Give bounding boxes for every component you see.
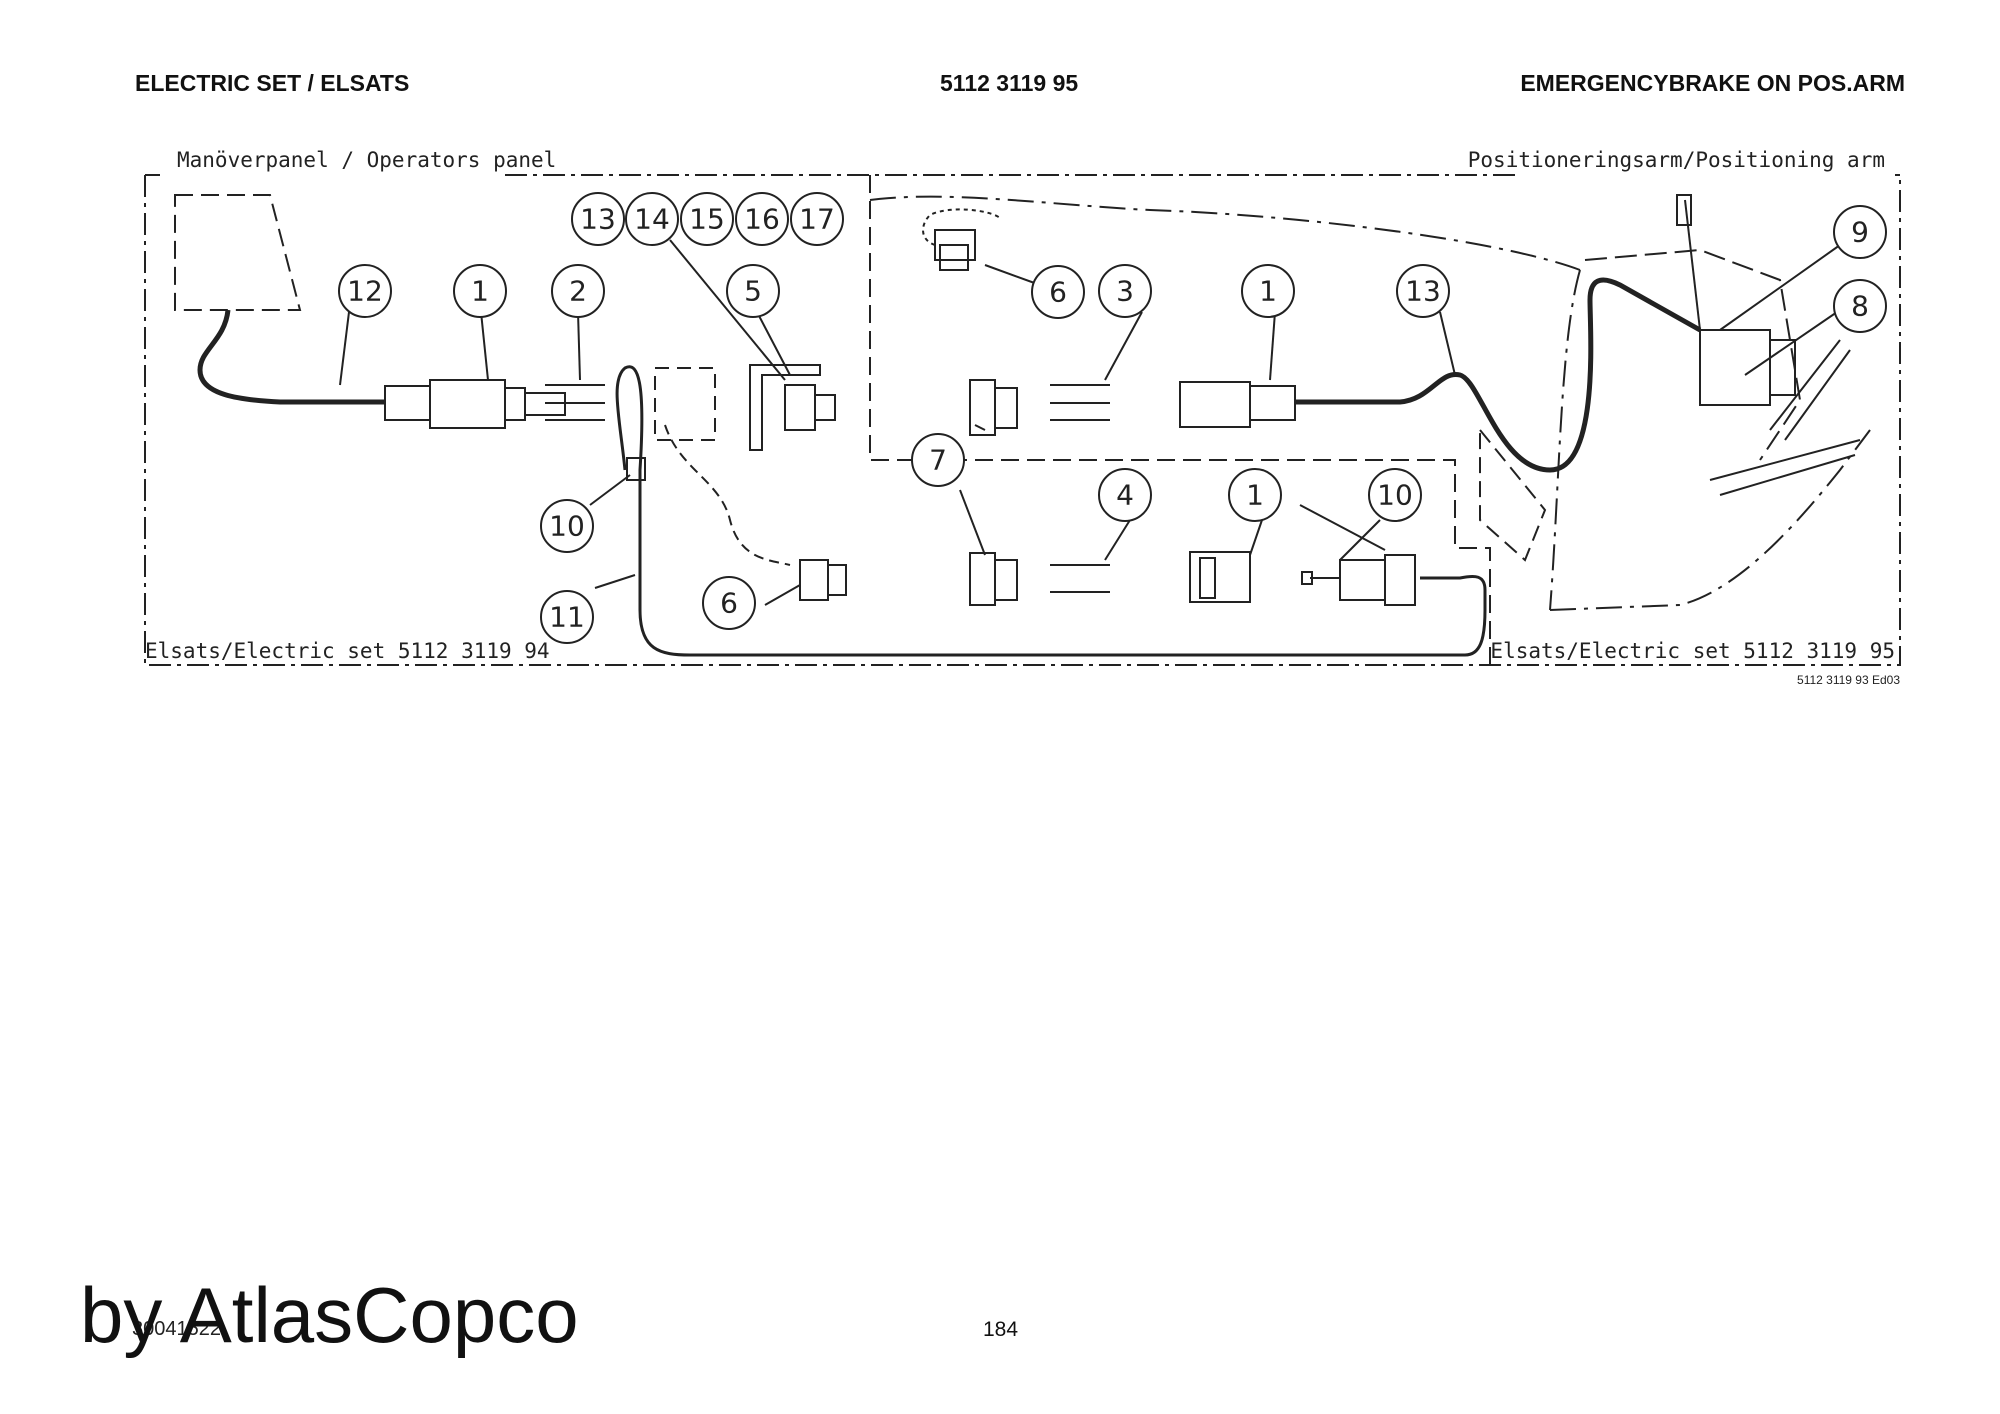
display-outline [174, 194, 302, 311]
panel-divider [869, 175, 1491, 665]
balloon-17 [790, 192, 844, 246]
balloon-text-9: 9 [1851, 216, 1869, 249]
bulkhead-7-top [969, 379, 1018, 436]
contact-pins-4 [1050, 564, 1110, 593]
contact-pins-2 [545, 384, 605, 421]
balloon-14 [625, 192, 679, 246]
balloon-text-4: 4 [1116, 479, 1134, 512]
balloon-12 [338, 264, 392, 318]
balloon-text-10b: 10 [1377, 479, 1413, 512]
balloon-text-8: 8 [1851, 290, 1869, 323]
balloon-2 [551, 264, 605, 318]
balloon-6b [1031, 265, 1085, 319]
protective-cap-6-right [922, 208, 1001, 271]
socket-5 [784, 384, 816, 431]
balloon-text-2: 2 [569, 275, 587, 308]
balloon-3 [1098, 264, 1152, 318]
clip-connector-10b [1301, 554, 1416, 606]
balloon-4 [1098, 468, 1152, 522]
balloon-text-5: 5 [744, 275, 762, 308]
balloon-text-7: 7 [929, 444, 947, 477]
balloon-text-6a: 6 [720, 587, 738, 620]
contact-pins-3 [1050, 384, 1110, 421]
connector-housing-1c [1189, 551, 1251, 603]
balloon-13b [1396, 264, 1450, 318]
balloon-text-10a: 10 [549, 510, 585, 543]
label-electric-set-right: Elsats/Electric set 5112 3119 95 [1490, 639, 1895, 663]
label-electric-set-left: Elsats/Electric set 5112 3119 94 [145, 639, 550, 663]
header-part-number: 5112 3119 95 [940, 70, 1079, 96]
clip-10 [626, 457, 646, 481]
cable-12 [197, 309, 385, 405]
balloon-7 [911, 433, 965, 487]
balloon-9 [1833, 205, 1887, 259]
header-right-title: EMERGENCYBRAKE ON POS.ARM [1520, 70, 1905, 96]
balloon-text-13a: 13 [580, 203, 616, 236]
dashed-box [654, 367, 716, 441]
positioning-arm-outline [869, 195, 1871, 611]
drawing-reference: 5112 3119 93 Ed03 [1797, 673, 1900, 687]
cable-11 [615, 365, 1487, 657]
balloon-text-16: 16 [744, 203, 780, 236]
connector-plug-left [384, 379, 566, 429]
emergency-lever [1684, 199, 1701, 331]
bracket-14 [749, 364, 821, 451]
balloon-8 [1833, 279, 1887, 333]
balloon-1a [453, 264, 507, 318]
label-operators-panel: Manöverpanel / Operators panel [177, 148, 556, 172]
page-number: 184 [983, 1318, 1019, 1341]
balloon-10b [1368, 468, 1422, 522]
balloon-text-1c: 1 [1246, 479, 1264, 512]
balloon-1c [1228, 468, 1282, 522]
bulkhead-7-bottom [969, 552, 1018, 606]
balloon-5 [726, 264, 780, 318]
brand-watermark: by AtlasCopco [80, 1271, 579, 1359]
balloon-11 [540, 590, 594, 644]
document-number: 30041522 [132, 1318, 221, 1340]
protective-cap-6-left [799, 559, 847, 601]
balloon-text-12: 12 [347, 275, 383, 308]
balloon-10a [540, 499, 594, 553]
balloon-text-1a: 1 [471, 275, 489, 308]
balloon-text-14: 14 [634, 203, 670, 236]
balloon-text-6b: 6 [1049, 276, 1067, 309]
balloon-text-3: 3 [1116, 275, 1134, 308]
label-positioning-arm: Positioneringsarm/Positioning arm [1468, 148, 1885, 172]
balloon-16 [735, 192, 789, 246]
balloon-13a [571, 192, 625, 246]
balloon-text-11: 11 [549, 601, 585, 634]
balloon-6a [702, 576, 756, 630]
cable-13 [1295, 277, 1702, 473]
balloon-1b [1241, 264, 1295, 318]
balloon-text-15: 15 [689, 203, 725, 236]
balloon-15 [680, 192, 734, 246]
balloon-text-1b: 1 [1259, 275, 1277, 308]
connector-plug-1b [1179, 381, 1296, 428]
balloon-text-17: 17 [799, 203, 835, 236]
switch-box-9 [1699, 329, 1771, 406]
switch-bracket-8 [1769, 339, 1796, 396]
frame-border [144, 174, 1901, 666]
balloon-text-13b: 13 [1405, 275, 1441, 308]
header-left-title: ELECTRIC SET / ELSATS [135, 70, 410, 96]
